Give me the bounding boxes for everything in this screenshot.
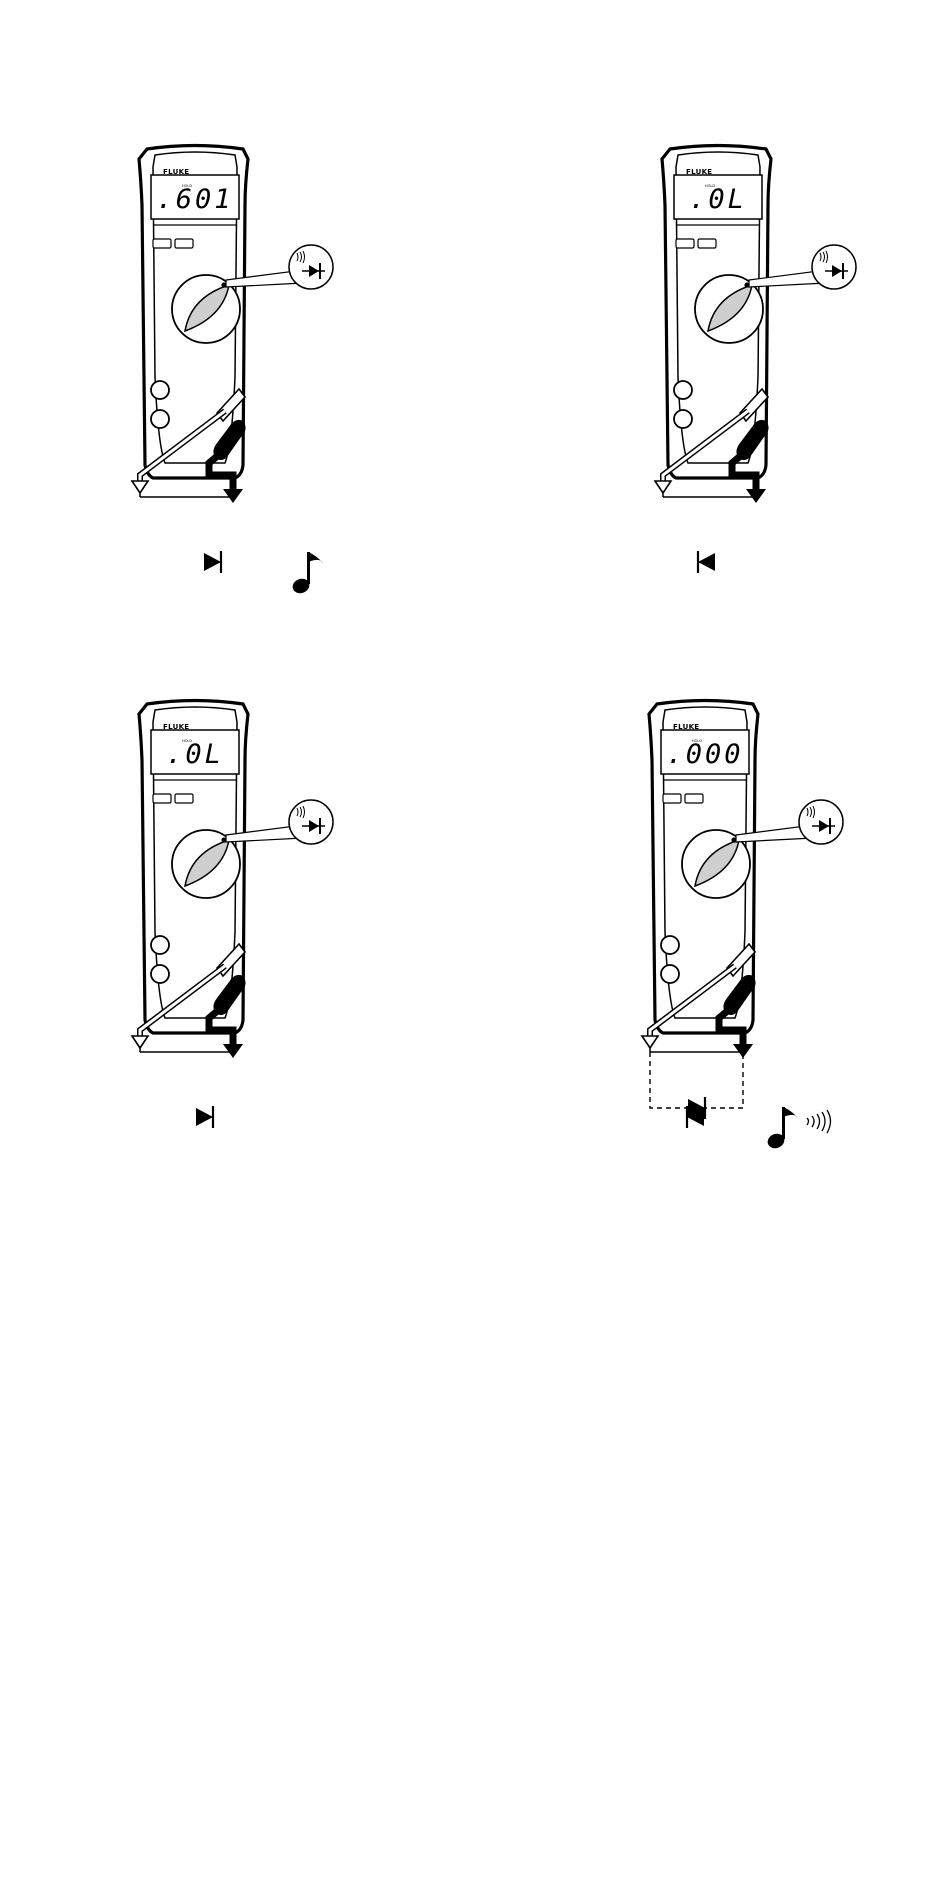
lcd-reading-c: .0L: [166, 739, 224, 770]
diode-forward-icon: [196, 1106, 213, 1128]
multimeter-c: [132, 701, 333, 1059]
multimeter-b: [655, 146, 856, 504]
panel-c: FLUKE HOLD .0L: [132, 701, 333, 1129]
lcd-reading-b: .0L: [689, 184, 747, 215]
diode-reverse-icon: [698, 551, 715, 573]
brand-logo: FLUKE: [163, 168, 189, 176]
brand-logo: FLUKE: [163, 723, 189, 731]
lcd-reading-a: .601: [156, 184, 233, 215]
lcd-reading-d: .000: [666, 739, 743, 770]
brand-logo: FLUKE: [686, 168, 712, 176]
panel-d: FLUKE HOLD .000: [642, 701, 843, 1151]
parallel-diode-branch: [650, 1052, 743, 1119]
panel-b: FLUKE HOLD .0L: [655, 146, 856, 574]
music-note-icon: [291, 552, 323, 595]
brand-logo: FLUKE: [673, 723, 699, 731]
music-note-icon: [766, 1107, 798, 1150]
sound-waves-icon: [807, 1110, 831, 1133]
diode-forward-icon: [204, 551, 221, 573]
panel-a: FLUKE HOLD .601: [132, 146, 333, 596]
